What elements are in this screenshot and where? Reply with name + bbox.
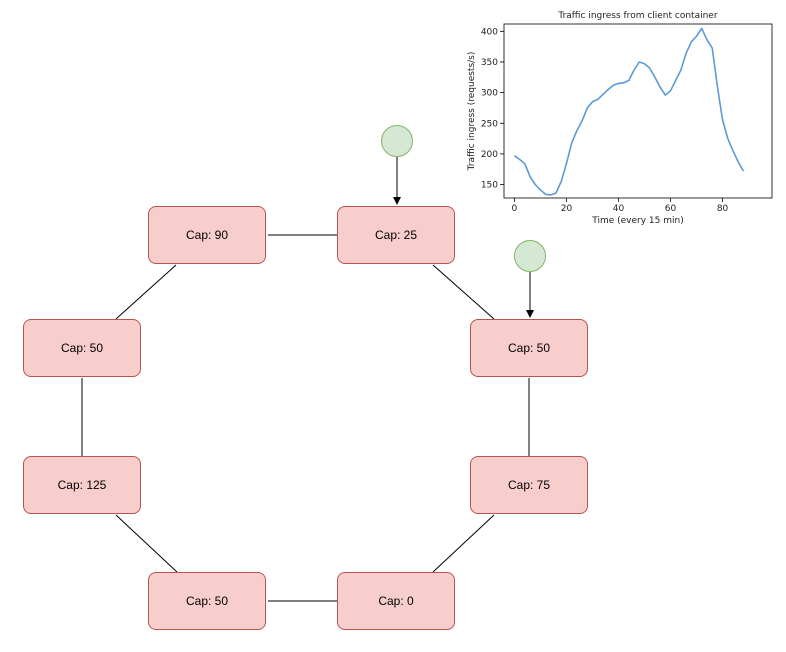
node-label: Cap: 50 — [507, 341, 551, 355]
edge-n3-n1 — [115, 264, 177, 320]
node-box[interactable]: Cap: 25 — [337, 206, 455, 264]
x-tick-label: 20 — [561, 204, 573, 214]
edge-n7-n5 — [115, 514, 178, 573]
y-tick-label: 250 — [481, 119, 498, 129]
ring-edges — [81, 234, 530, 602]
client-arrows — [393, 157, 534, 318]
y-axis-label: Traffic ingress (requests/s) — [467, 52, 477, 172]
node-box[interactable]: Cap: 75 — [470, 456, 588, 514]
y-tick-label: 350 — [481, 58, 498, 68]
y-tick-label: 300 — [481, 89, 498, 99]
x-tick-label: 80 — [717, 204, 729, 214]
node-box[interactable]: Cap: 90 — [148, 206, 266, 264]
node-box[interactable]: Cap: 0 — [337, 572, 455, 630]
x-tick-label: 40 — [613, 204, 625, 214]
node-label: Cap: 75 — [507, 478, 551, 492]
chart-plot-frame — [503, 23, 773, 199]
client-container-circle[interactable] — [381, 125, 413, 157]
x-tick-label: 0 — [512, 204, 518, 214]
node-label: Cap: 0 — [378, 594, 414, 608]
client-container-circle[interactable] — [514, 240, 546, 272]
node-label: Cap: 50 — [60, 341, 104, 355]
edge-n2-n4 — [432, 264, 495, 320]
node-label: Cap: 90 — [185, 228, 229, 242]
node-label: Cap: 50 — [185, 594, 229, 608]
node-box[interactable]: Cap: 50 — [470, 319, 588, 377]
x-tick-label: 60 — [665, 204, 677, 214]
node-box[interactable]: Cap: 50 — [148, 572, 266, 630]
node-box[interactable]: Cap: 50 — [23, 319, 141, 377]
node-label: Cap: 125 — [57, 478, 107, 492]
y-tick-label: 400 — [481, 27, 498, 37]
node-box[interactable]: Cap: 125 — [23, 456, 141, 514]
x-axis-label: Time (every 15 min) — [591, 216, 683, 226]
node-label: Cap: 25 — [374, 228, 418, 242]
edge-n6-n8 — [432, 514, 495, 573]
series-line — [513, 27, 745, 196]
y-tick-label: 150 — [481, 181, 498, 191]
y-tick-label: 200 — [481, 150, 498, 160]
chart-title: Traffic ingress from client container — [557, 11, 717, 21]
